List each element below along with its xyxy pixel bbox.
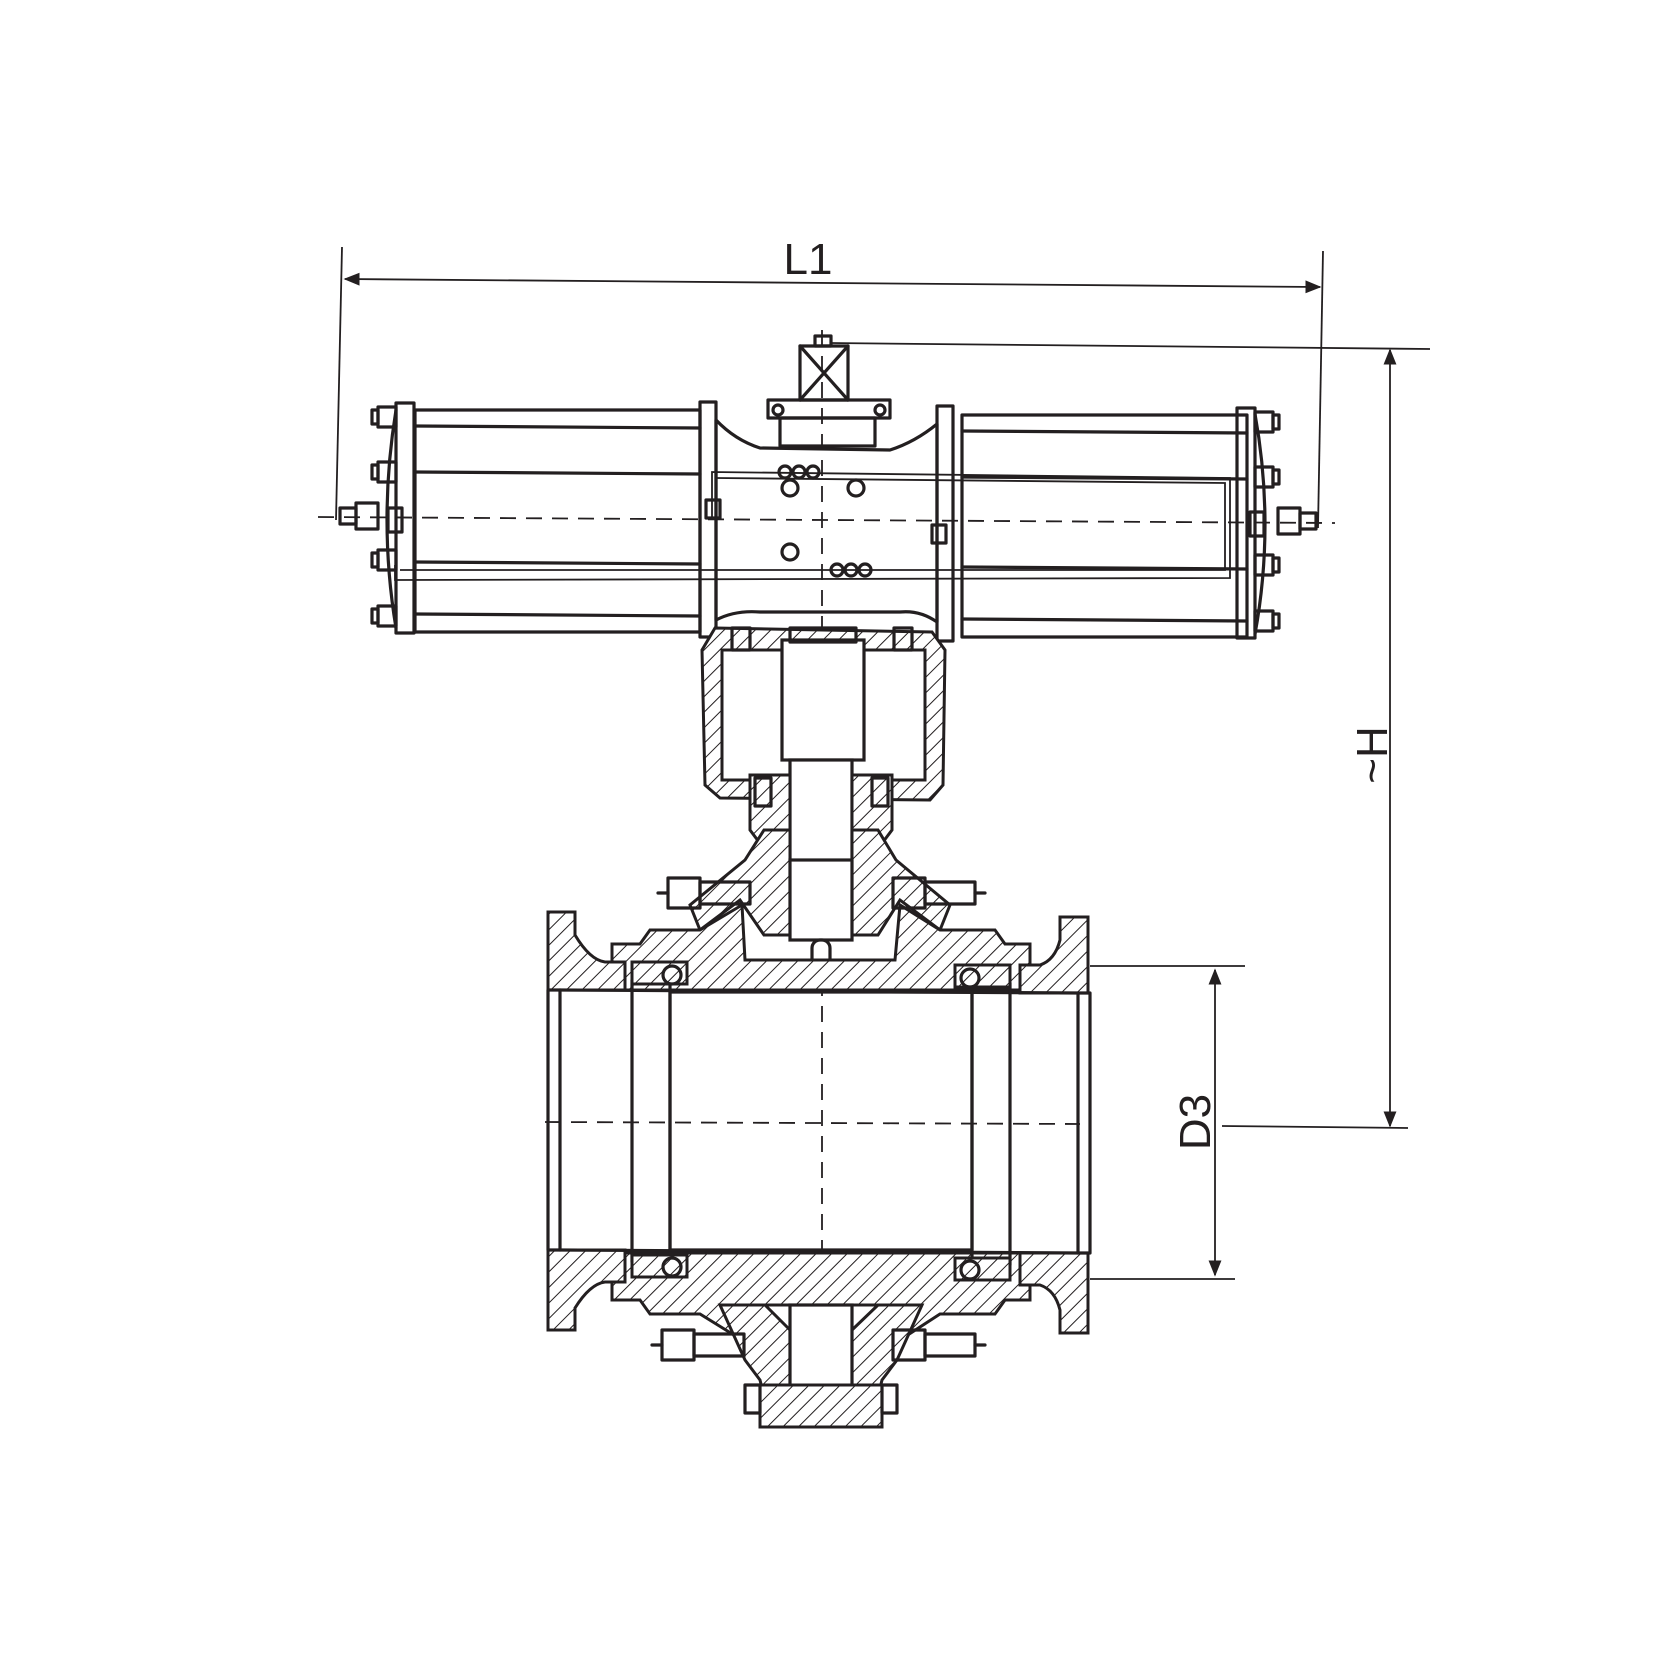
dimension-l1: L1 [335, 235, 1324, 529]
dimension-label-l1: L1 [784, 235, 833, 284]
dimension-h: ~H [829, 342, 1431, 1129]
air-tube [394, 471, 1231, 581]
bottom-cover [758, 1383, 884, 1429]
actuator-housing [714, 418, 939, 624]
lower-bolts [650, 1328, 987, 1415]
valve-body [546, 828, 1092, 1429]
left-end-cap [394, 401, 416, 635]
dimension-d3: D3 [1090, 965, 1245, 1280]
dimension-label-d3: D3 [1171, 1094, 1220, 1150]
mounting-bracket [700, 626, 947, 872]
indicator-base [766, 398, 892, 420]
centerlines [317, 330, 1336, 1410]
right-cylinder [960, 413, 1249, 639]
upper-bolts [656, 876, 987, 910]
left-seat [630, 978, 672, 1264]
ball [668, 990, 974, 1252]
pneumatic-actuator [338, 334, 1318, 643]
coupling [780, 638, 866, 762]
left-cylinder [413, 408, 702, 634]
right-end-cap [1235, 406, 1257, 640]
stem [788, 758, 854, 872]
left-bolt-column [338, 405, 404, 628]
dimension-label-h: ~H [1348, 726, 1397, 783]
right-bolt-column [1248, 410, 1318, 633]
